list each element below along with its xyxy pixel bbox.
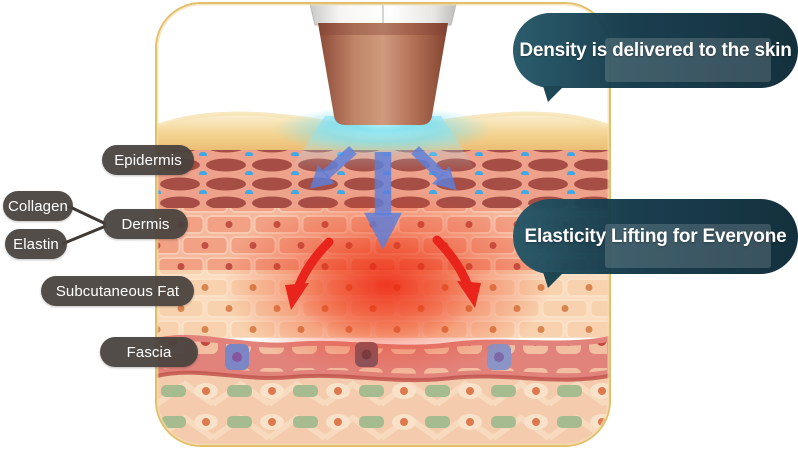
heat-contraction-arrows bbox=[285, 235, 481, 310]
thermal-glow bbox=[222, 189, 552, 379]
callout-density: Density is delivered to the skin bbox=[513, 13, 798, 102]
label-dermis: Dermis bbox=[103, 209, 188, 239]
label-elastin: Elastin bbox=[5, 229, 67, 259]
muscle-layer bbox=[157, 370, 609, 445]
device-copper-tip bbox=[318, 23, 448, 125]
callout-tail bbox=[543, 86, 564, 102]
skin-cross-section-art bbox=[157, 4, 609, 445]
treatment-device bbox=[309, 4, 457, 125]
label-subcutaneous-fat: Subcutaneous Fat bbox=[41, 276, 194, 306]
callout-density-text: Density is delivered to the skin bbox=[519, 39, 792, 61]
label-collagen-text: Collagen bbox=[7, 197, 68, 215]
label-epidermis-text: Epidermis bbox=[114, 151, 182, 169]
label-dermis-text: Dermis bbox=[121, 215, 170, 233]
callout-elasticity-text: Elasticity Lifting for Everyone bbox=[524, 225, 787, 247]
label-elastin-text: Elastin bbox=[13, 235, 59, 253]
callout-tail bbox=[543, 272, 564, 288]
label-fascia: Fascia bbox=[100, 337, 198, 367]
label-collagen: Collagen bbox=[3, 191, 73, 221]
label-epidermis: Epidermis bbox=[102, 145, 194, 175]
label-fascia-text: Fascia bbox=[126, 343, 172, 361]
skin-cross-section-frame bbox=[155, 2, 611, 447]
label-subcutaneous-fat-text: Subcutaneous Fat bbox=[55, 282, 180, 300]
callout-elasticity: Elasticity Lifting for Everyone bbox=[513, 199, 798, 288]
